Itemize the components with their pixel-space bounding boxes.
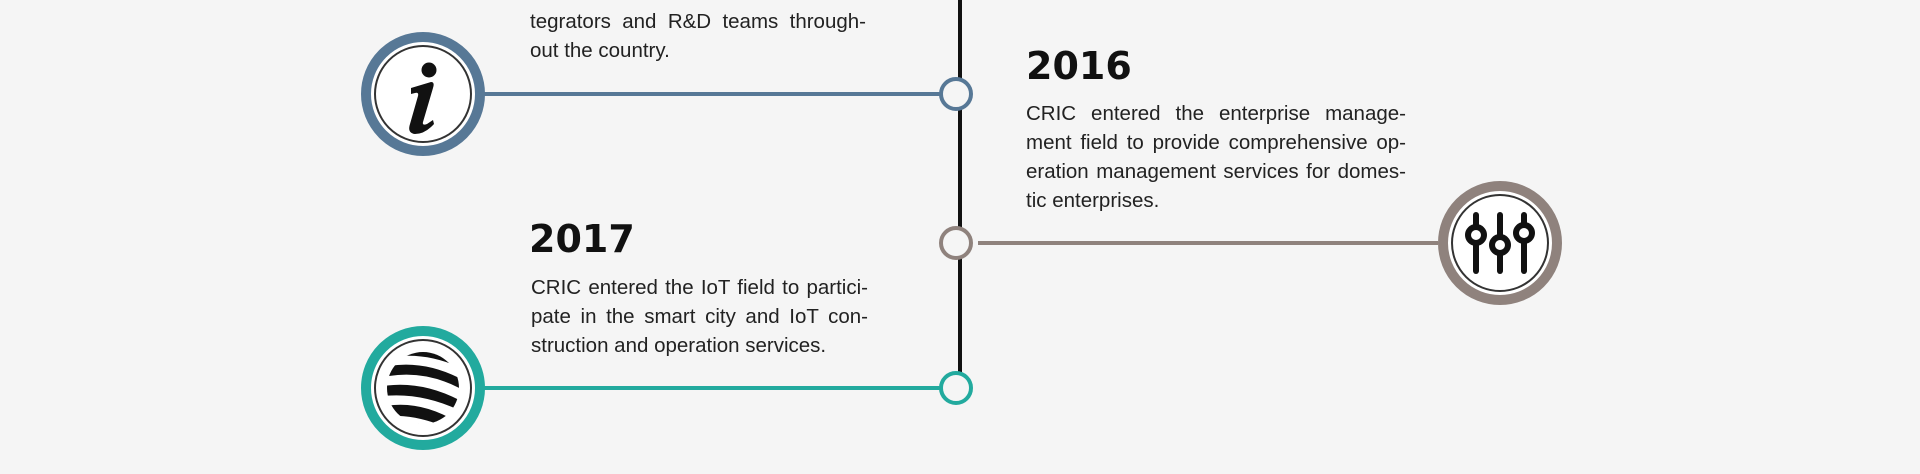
entry-line: eration management services for domes- xyxy=(1026,160,1406,183)
entry-line: tic enterprises. xyxy=(1026,189,1160,212)
entry-line: struction and operation services. xyxy=(531,334,827,357)
timeline-node-2017 xyxy=(939,371,973,405)
entry-line: pate in the smart city and IoT con- xyxy=(531,305,868,328)
timeline-fragment-text: tegrators and R&D teams through- out the… xyxy=(530,7,866,65)
fragment-line: tegrators and R&D teams through- xyxy=(530,10,866,33)
entry-line: CRIC entered the IoT field to partici- xyxy=(531,276,868,299)
entry-year: 2016 xyxy=(1026,44,1132,88)
connector-2016 xyxy=(978,241,1438,245)
timeline-node-2016 xyxy=(939,226,973,260)
settings-badge xyxy=(1438,181,1562,305)
info-icon xyxy=(409,62,437,134)
timeline-node-info xyxy=(939,77,973,111)
fragment-line: out the country. xyxy=(530,39,670,62)
connector-info xyxy=(484,92,942,96)
globe-icon xyxy=(387,352,459,424)
iot-badge xyxy=(361,326,485,450)
timeline-spine xyxy=(958,0,962,389)
sliders-icon xyxy=(1465,212,1535,274)
entry-description: CRIC entered the IoT field to partici- p… xyxy=(531,273,868,360)
info-badge xyxy=(361,32,485,156)
connector-2017 xyxy=(484,386,942,390)
entry-line: CRIC entered the enterprise manage- xyxy=(1026,102,1406,125)
entry-line: ment field to provide comprehensive op- xyxy=(1026,131,1406,154)
entry-description: CRIC entered the enterprise manage- ment… xyxy=(1026,99,1406,215)
entry-year: 2017 xyxy=(529,217,635,261)
